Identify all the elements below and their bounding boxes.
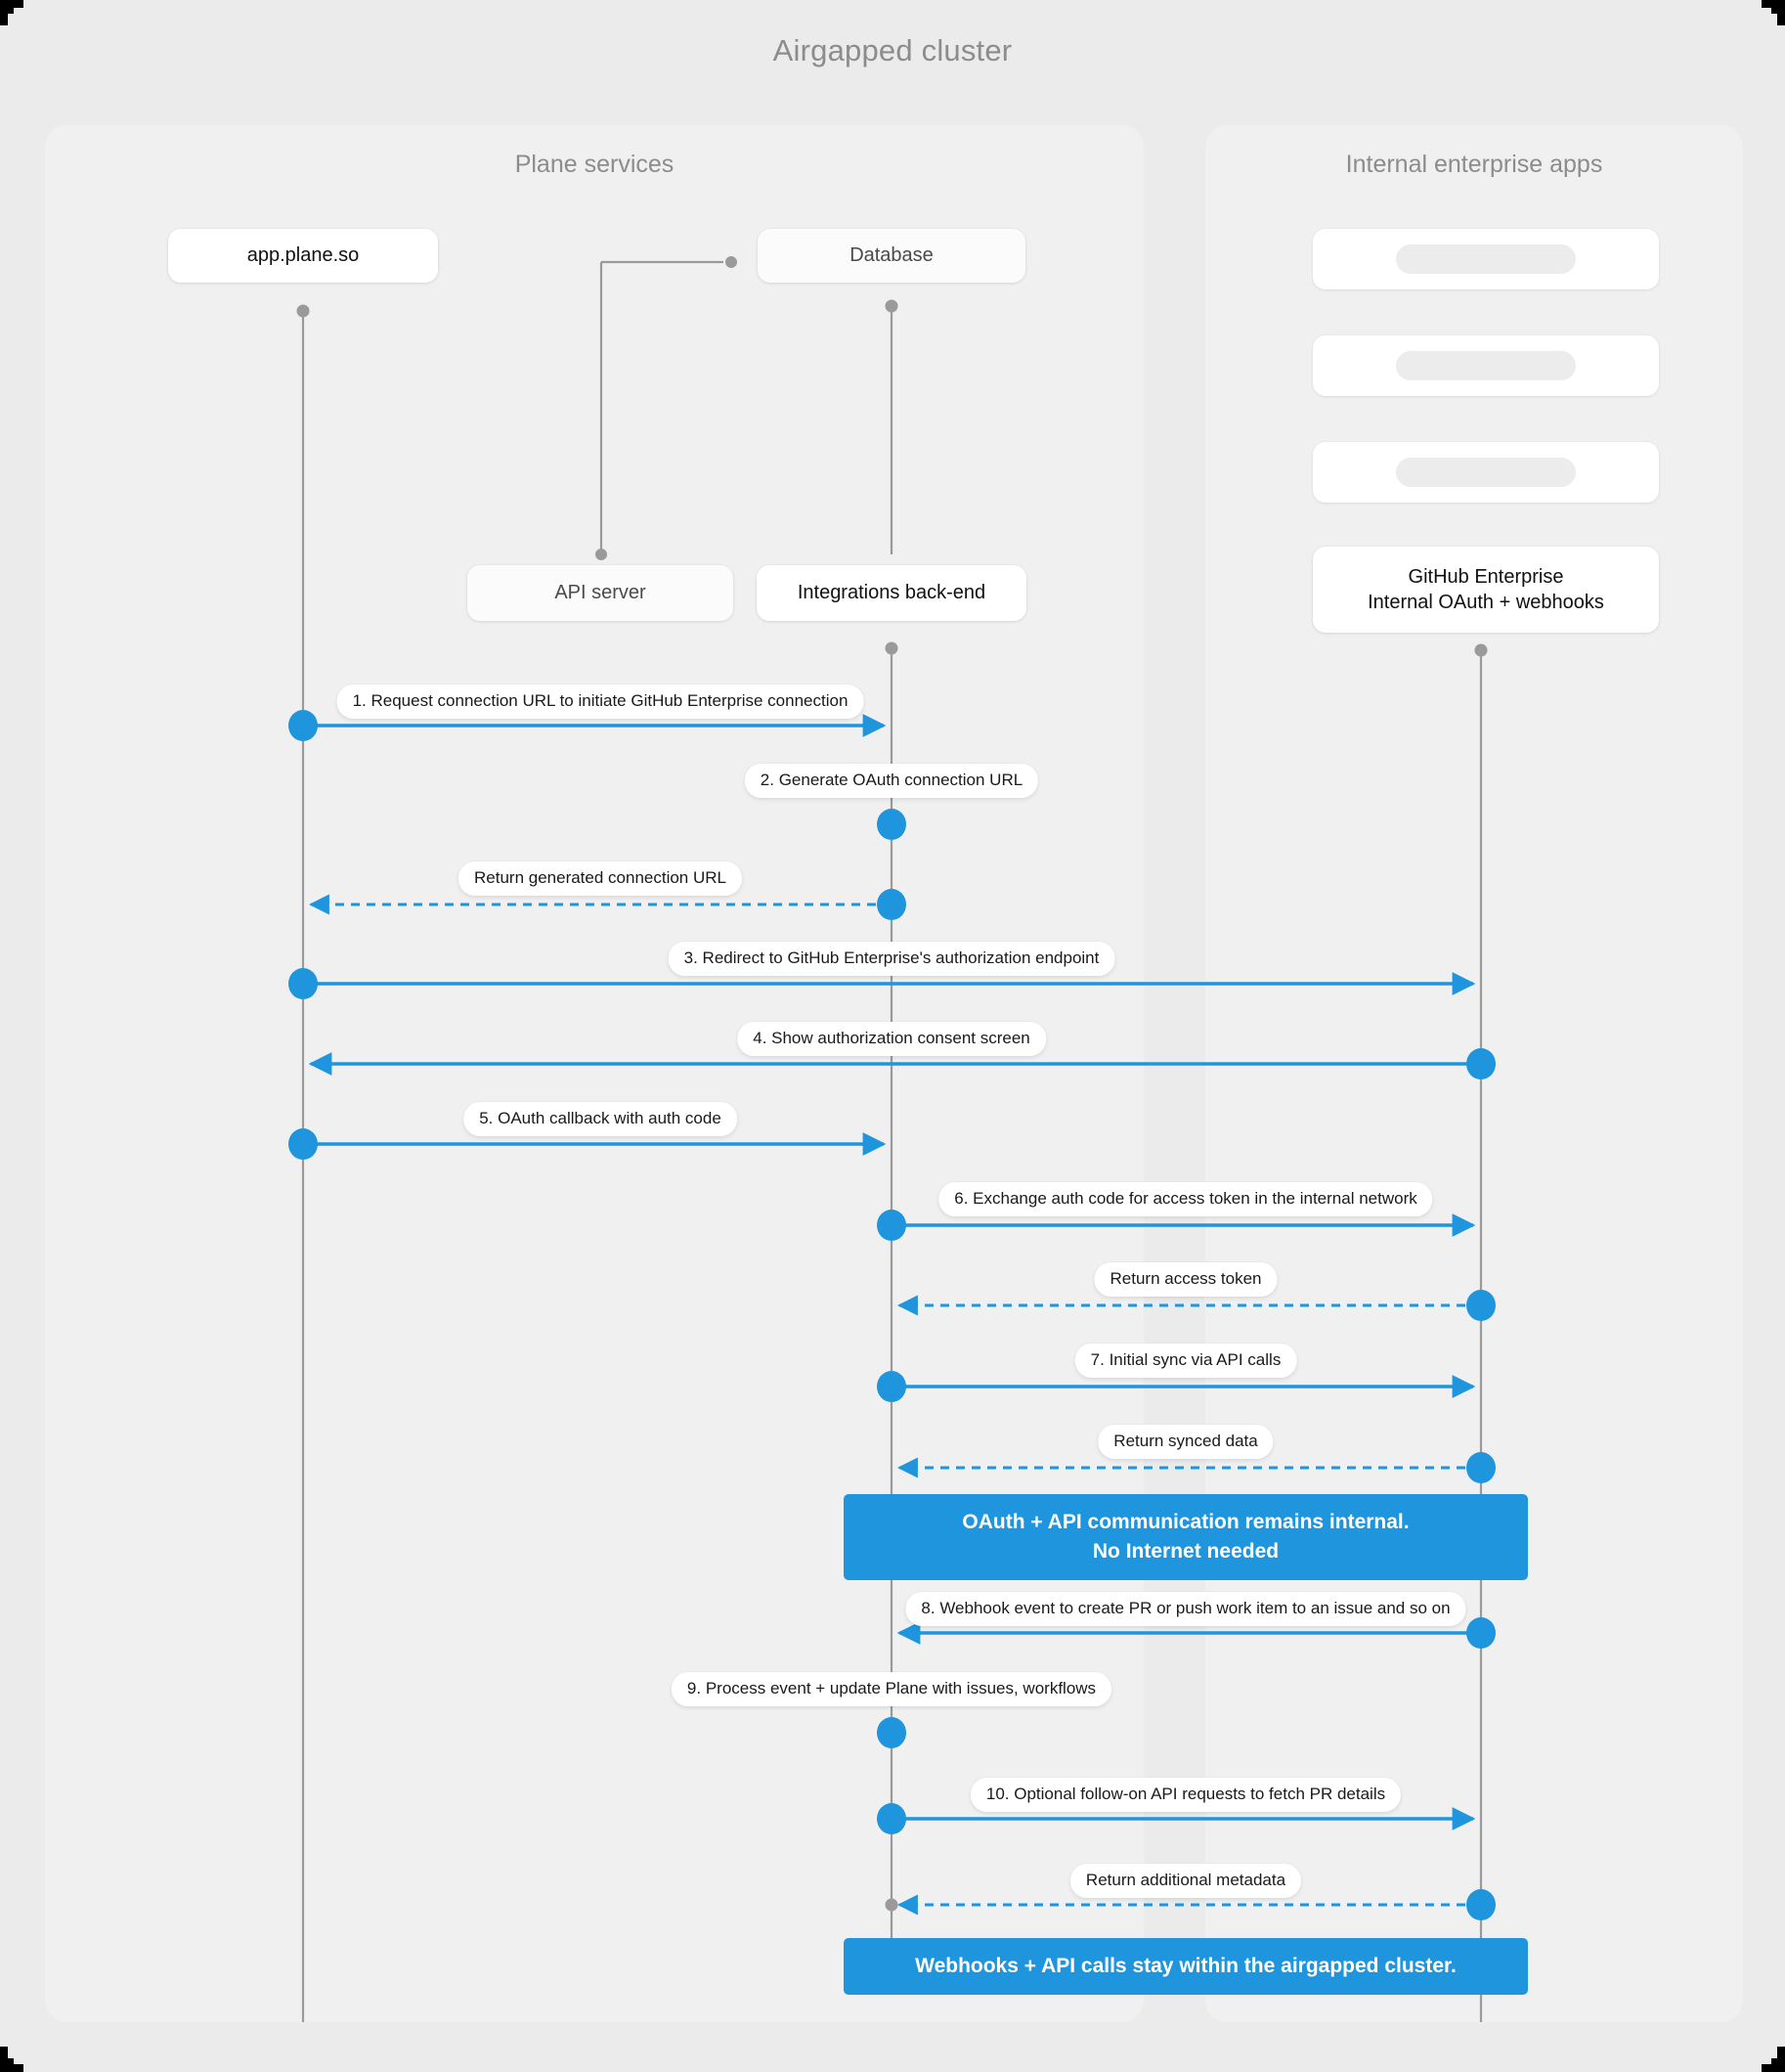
message-label-9: 7. Initial sync via API calls <box>1074 1344 1297 1379</box>
message-label-2: 2. Generate OAuth connection URL <box>744 764 1039 799</box>
crop-mark-top-right-v <box>1777 14 1785 25</box>
placeholder-bar <box>1396 351 1576 380</box>
node-integrations-backend-label: Integrations back-end <box>797 582 986 604</box>
node-api-server-label: API server <box>554 582 646 604</box>
message-label-13: 10. Optional follow-on API requests to f… <box>970 1778 1402 1813</box>
message-label-3: Return generated connection URL <box>458 861 742 897</box>
node-github-enterprise-line1: GitHub Enterprise <box>1408 565 1564 588</box>
node-api-server[interactable]: API server <box>467 565 733 621</box>
placeholder-app-card-2[interactable] <box>1313 335 1659 396</box>
crop-mark-top-right-h <box>1762 0 1771 8</box>
note-oauth-internal-line1: OAuth + API communication remains intern… <box>962 1511 1410 1533</box>
placeholder-bar <box>1396 458 1576 487</box>
crop-mark-bottom-left-h <box>14 2064 23 2072</box>
message-label-8: Return access token <box>1094 1262 1278 1298</box>
crop-mark-bottom-right-h <box>1762 2064 1771 2072</box>
crop-mark-bottom-right <box>1771 2058 1785 2072</box>
crop-mark-top-left <box>0 0 14 14</box>
note-oauth-internal-line2: No Internet needed <box>1092 1539 1280 1563</box>
node-github-enterprise[interactable]: GitHub Enterprise Internal OAuth + webho… <box>1313 547 1659 633</box>
message-label-4: 3. Redirect to GitHub Enterprise's autho… <box>668 942 1115 977</box>
diagram-title: Airgapped cluster <box>772 33 1013 67</box>
message-label-12: 9. Process event + update Plane with iss… <box>671 1672 1112 1707</box>
note-webhooks-airgapped-line1: Webhooks + API calls stay within the air… <box>915 1955 1457 1977</box>
crop-mark-top-left-h <box>14 0 23 8</box>
message-label-14: Return additional metadata <box>1069 1864 1302 1899</box>
message-label-6: 5. OAuth callback with auth code <box>463 1102 737 1137</box>
panel-plane-services-title: Plane services <box>514 151 675 178</box>
message-label-11: 8. Webhook event to create PR or push wo… <box>905 1592 1466 1627</box>
message-label-1: 1. Request connection URL to initiate Gi… <box>336 684 864 720</box>
message-label-5: 4. Show authorization consent screen <box>737 1022 1046 1057</box>
crop-mark-bottom-right-v <box>1777 2047 1785 2058</box>
note-webhooks-airgapped: Webhooks + API calls stay within the air… <box>844 1938 1528 1995</box>
message-label-7: 6. Exchange auth code for access token i… <box>938 1182 1433 1217</box>
crop-mark-bottom-left <box>0 2058 14 2072</box>
note-oauth-internal: OAuth + API communication remains intern… <box>844 1494 1528 1580</box>
crop-mark-top-left-v <box>0 14 8 25</box>
message-label-10: Return synced data <box>1098 1425 1274 1460</box>
node-integrations-backend[interactable]: Integrations back-end <box>757 565 1026 621</box>
node-app-plane-so-label: app.plane.so <box>246 244 360 267</box>
crop-mark-bottom-left-v <box>0 2047 8 2058</box>
placeholder-app-card-3[interactable] <box>1313 442 1659 503</box>
node-database-label: Database <box>849 244 934 267</box>
crop-mark-top-right <box>1771 0 1785 14</box>
node-app-plane-so[interactable]: app.plane.so <box>168 229 438 283</box>
node-database[interactable]: Database <box>758 229 1025 283</box>
panel-internal-enterprise-apps-title: Internal enterprise apps <box>1345 151 1603 178</box>
placeholder-app-card-1[interactable] <box>1313 229 1659 289</box>
placeholder-bar <box>1396 244 1576 274</box>
node-github-enterprise-line2: Internal OAuth + webhooks <box>1368 592 1604 613</box>
